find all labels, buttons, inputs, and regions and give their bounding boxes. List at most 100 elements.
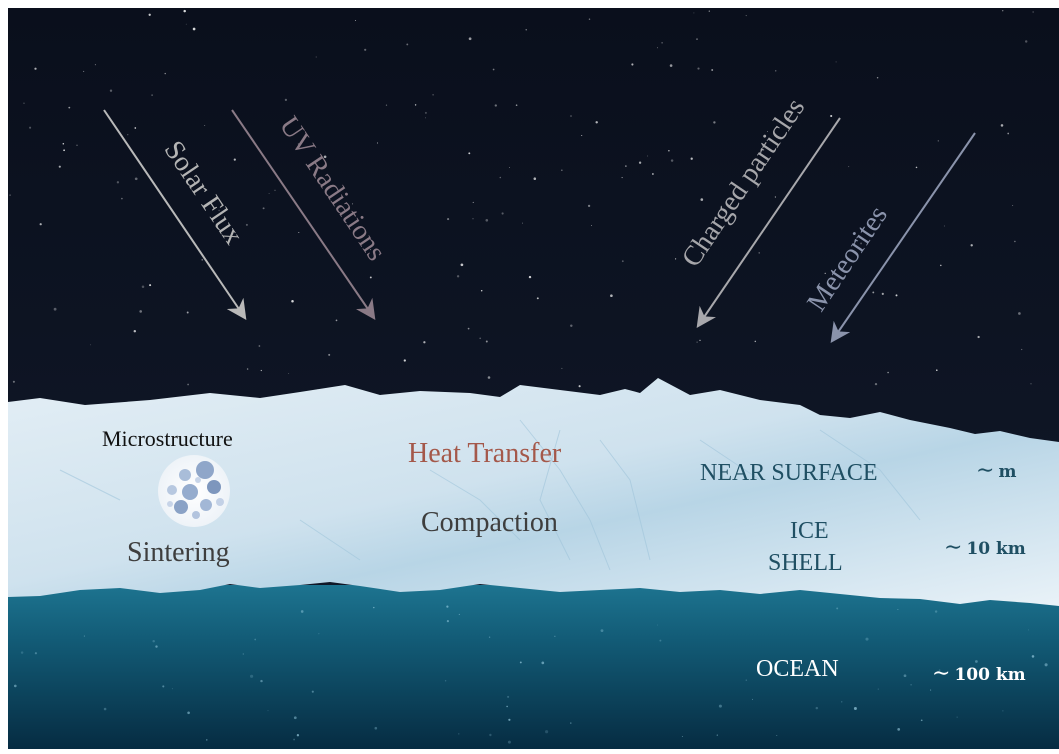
star (109, 89, 113, 92)
star (775, 70, 777, 72)
star (315, 56, 317, 58)
ocean-particle (554, 635, 556, 637)
ocean-particle (903, 674, 907, 678)
star (385, 104, 388, 106)
star (134, 127, 137, 129)
star (23, 102, 25, 104)
ice-grains-icon (158, 455, 230, 527)
ocean-particle (254, 638, 257, 641)
star (1018, 312, 1021, 315)
star (830, 114, 833, 118)
ocean-particle (681, 735, 683, 738)
ocean-particle (446, 605, 449, 608)
star (260, 369, 262, 372)
star (533, 177, 537, 180)
star (758, 252, 760, 254)
star (570, 115, 572, 117)
ocean-particle (20, 651, 24, 654)
star (501, 212, 504, 215)
star (940, 264, 942, 267)
star (1021, 348, 1023, 351)
star (536, 297, 539, 300)
star (652, 173, 654, 175)
ocean-particle (815, 706, 819, 710)
ocean-particle (103, 707, 107, 711)
star (116, 181, 120, 184)
star (291, 300, 294, 303)
ocean-particle (250, 674, 254, 678)
star (218, 209, 220, 212)
meteorites-arrow (830, 132, 976, 343)
star (515, 104, 518, 106)
star (937, 140, 939, 142)
tilde-symbol: ∼ (976, 458, 995, 483)
ocean-particle (519, 661, 522, 664)
ocean-particle (841, 701, 843, 703)
star (369, 276, 372, 279)
star (34, 67, 37, 70)
star (151, 94, 153, 96)
star (970, 244, 973, 247)
ocean-particle (716, 734, 718, 736)
star (1014, 240, 1016, 243)
uv-radiation-arrow (231, 109, 376, 320)
star (63, 149, 65, 152)
star (595, 121, 598, 124)
star (754, 340, 757, 343)
ocean-particle (507, 695, 510, 698)
star (767, 131, 768, 133)
ocean-particle (373, 606, 375, 609)
ocean-particles (13, 605, 1048, 744)
star (699, 339, 701, 342)
ocean-particle (267, 710, 269, 712)
ice-shell-label-line2: SHELL (768, 550, 843, 576)
star (690, 157, 693, 160)
ocean-particle (930, 689, 932, 691)
ocean-particle (13, 684, 17, 688)
star (53, 307, 57, 311)
star (528, 275, 532, 279)
star (874, 382, 878, 386)
star (258, 345, 261, 347)
star (661, 42, 663, 44)
ocean-particle (920, 719, 923, 722)
star (631, 63, 634, 66)
star (1012, 205, 1014, 206)
star (298, 231, 300, 234)
sintering-label: Sintering (127, 537, 230, 568)
ocean-particle (171, 688, 173, 690)
star (460, 263, 464, 267)
star (581, 134, 583, 137)
star (472, 201, 474, 203)
ocean-particle (745, 679, 747, 681)
star (284, 98, 288, 102)
star (1000, 124, 1004, 127)
ocean-particle (777, 672, 782, 676)
ocean-particle (752, 698, 753, 700)
star (1030, 383, 1032, 385)
ocean-particle (444, 680, 447, 682)
ocean-particle (458, 733, 460, 735)
star (713, 121, 716, 124)
star (860, 242, 863, 245)
star (668, 150, 670, 152)
star (835, 61, 837, 63)
star (588, 18, 591, 20)
star (472, 218, 474, 220)
star (352, 203, 354, 205)
star (693, 12, 695, 14)
star (638, 161, 642, 164)
ocean-particle (293, 738, 296, 741)
star (1024, 40, 1028, 43)
star (675, 258, 677, 260)
star (587, 204, 591, 208)
star (268, 193, 270, 194)
star (711, 69, 714, 71)
star (492, 68, 495, 71)
star (887, 371, 889, 374)
ocean-particle (374, 726, 378, 730)
star (424, 111, 427, 114)
star (943, 225, 945, 227)
star (669, 64, 673, 67)
star (1032, 11, 1034, 13)
